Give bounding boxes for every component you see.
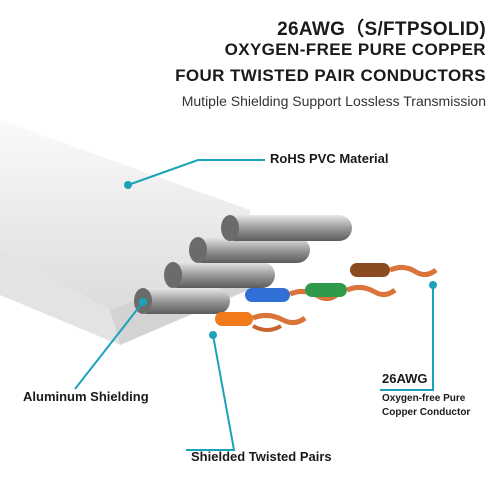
headline-gauge: 26AWG（S/FTPSOLID) xyxy=(277,19,486,40)
callout-shield: Aluminum Shielding xyxy=(23,389,149,404)
leader-shield xyxy=(74,301,144,390)
foil-pair-1 xyxy=(134,288,230,314)
callout-gauge-detail: Oxygen-free Pure Copper Conductor xyxy=(382,393,471,418)
foil-pair-4 xyxy=(221,215,352,241)
marker-pairs xyxy=(209,331,217,339)
headline-copper: OXYGEN-FREE PURE COPPER xyxy=(224,40,486,59)
callout-gauge: 26AWG xyxy=(382,371,428,386)
leader-pairs xyxy=(186,334,236,451)
callout-pairs: Shielded Twisted Pairs xyxy=(191,449,332,464)
green-pair xyxy=(305,283,397,298)
marker-shield xyxy=(139,298,147,306)
marker-jacket xyxy=(124,181,132,189)
brown-pair xyxy=(350,263,438,278)
leader-jacket xyxy=(127,159,265,186)
headline-tagline: Mutiple Shielding Support Lossless Trans… xyxy=(181,93,486,109)
callout-jacket: RoHS PVC Material xyxy=(270,151,389,166)
foil-pair-3 xyxy=(189,237,310,263)
orange-pair xyxy=(215,312,307,332)
marker-gauge xyxy=(429,281,437,289)
leader-gauge xyxy=(380,285,434,391)
foil-pair-2 xyxy=(164,262,275,288)
headline-conductors: FOUR TWISTED PAIR CONDUCTORS xyxy=(175,66,486,85)
